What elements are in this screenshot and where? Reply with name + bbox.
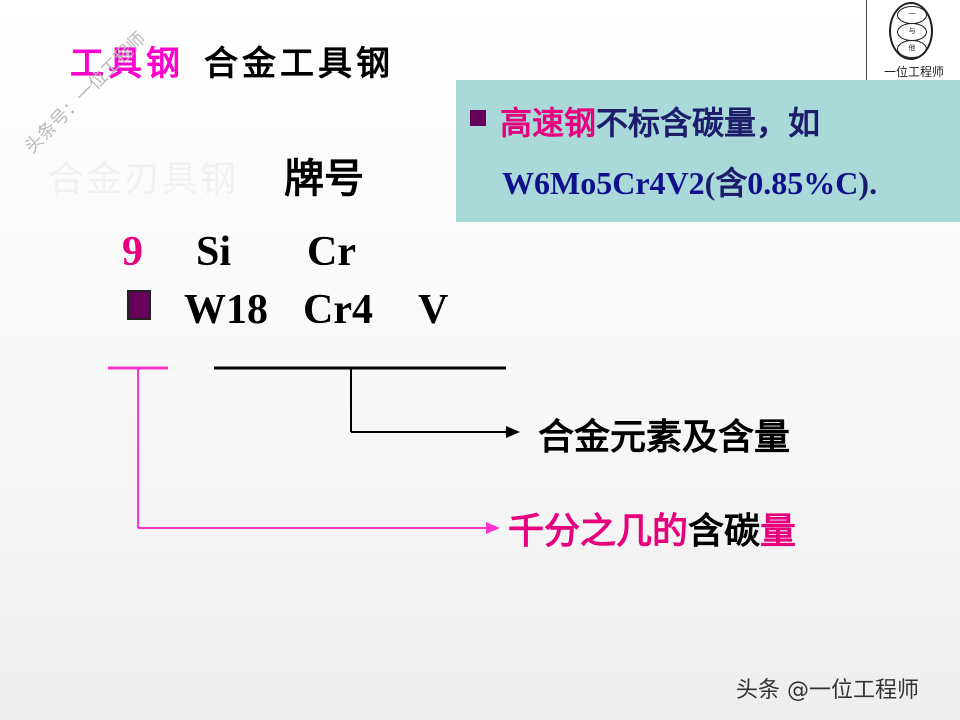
info-no-carbon-text: 不标含碳量，如 [596,104,821,142]
alloy-arrowhead [506,426,520,438]
carbon-arrowhead [486,522,500,534]
info-example-grade: W6Mo5Cr4V2 [502,165,705,201]
title-alloy-tool-steel: 合金工具钢 [204,44,394,84]
label-thousandths: 千分之几的 [508,511,689,552]
info-high-speed-steel: 高速钢 [500,104,597,142]
label-alloy-content: 合金元素及含量 [538,417,791,458]
info-line-1: 高速钢不标含碳量，如 [500,98,820,144]
info-carbon-percent: 0.85%C [747,165,859,201]
label-carbon: 含碳 [688,511,761,552]
info-box: 高速钢不标含碳量，如 W6Mo5Cr4V2(含0.85%C). [456,80,960,222]
logo: 一 与 他 一位工程师 [866,0,960,81]
logo-ring-bottom: 他 [897,40,927,58]
element-si: Si [196,229,232,275]
info-line-2: W6Mo5Cr4V2(含0.85%C). [502,158,877,204]
element-cr: Cr [307,229,356,275]
bullet-square-icon [470,110,486,126]
grade-heading: 牌号 [284,156,364,202]
element-w18: W18 [184,287,268,333]
info-paren-open: (含 [704,165,748,201]
ghost-heading: 合金刃具钢 [48,159,239,200]
carbon-digit: 9 [122,229,143,275]
logo-emblem: 一 与 他 [889,2,933,60]
title-tool-steel: 工具钢 [70,44,184,84]
element-v: V [418,287,449,333]
element-cr4: Cr4 [303,287,373,333]
footer-watermark: 头条 @一位工程师 [736,678,919,703]
logo-caption: 一位工程师 [883,65,944,79]
blank-carbon-square [127,290,151,320]
label-carbon-content: 千分之几的含碳量 [508,502,796,554]
label-amount: 量 [760,511,797,552]
page-title: 工具钢合金工具钢 [70,36,394,85]
info-paren-close: ). [858,165,878,201]
